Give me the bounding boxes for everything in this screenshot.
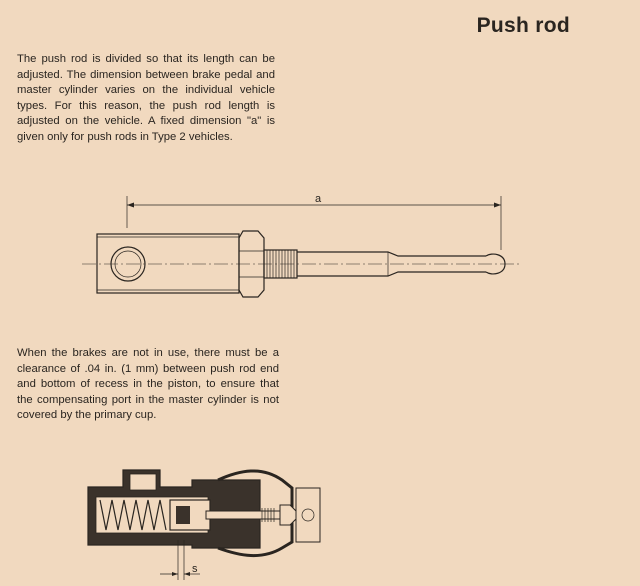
clearance-paragraph: When the brakes are not in use, there mu… — [17, 347, 279, 422]
clearance-s: s — [160, 540, 200, 580]
intro-paragraph: The push rod is divided so that its leng… — [17, 53, 275, 143]
lock-nut — [238, 230, 265, 298]
return-spring — [99, 499, 167, 531]
rod-shaft — [297, 251, 506, 277]
page-title: Push rod — [476, 14, 570, 37]
thread-section — [263, 249, 298, 279]
clearance-s-label: s — [192, 563, 198, 575]
dimension-a: a — [126, 193, 502, 250]
dimension-a-label: a — [315, 193, 322, 205]
inner-push-rod — [205, 487, 321, 543]
piston — [169, 499, 211, 531]
